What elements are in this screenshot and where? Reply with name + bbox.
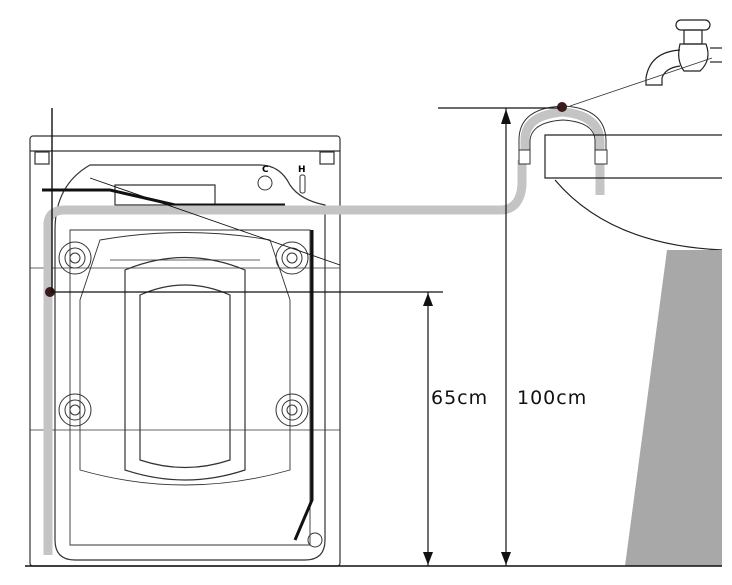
hose-clip [557,102,567,112]
hose-bend-guide [520,107,605,195]
faucet-icon [645,19,722,86]
power-cord [42,188,314,541]
guide-cuff-left [518,149,531,165]
leader-line-diagonal [89,177,341,266]
guide-cuff-right [594,149,608,165]
dimension-lines [25,107,722,567]
sink [544,134,723,251]
drain-hose [43,160,527,555]
washing-machine-rear [29,135,341,567]
valve-h-label: H [298,165,306,175]
mount-bolts [58,174,323,548]
sink-pedestal [625,250,722,566]
max-height-label: 100cm [517,387,588,409]
valve-c-label: C [262,165,269,175]
tie-strap [569,57,713,107]
min-height-label: 65cm [431,387,489,409]
